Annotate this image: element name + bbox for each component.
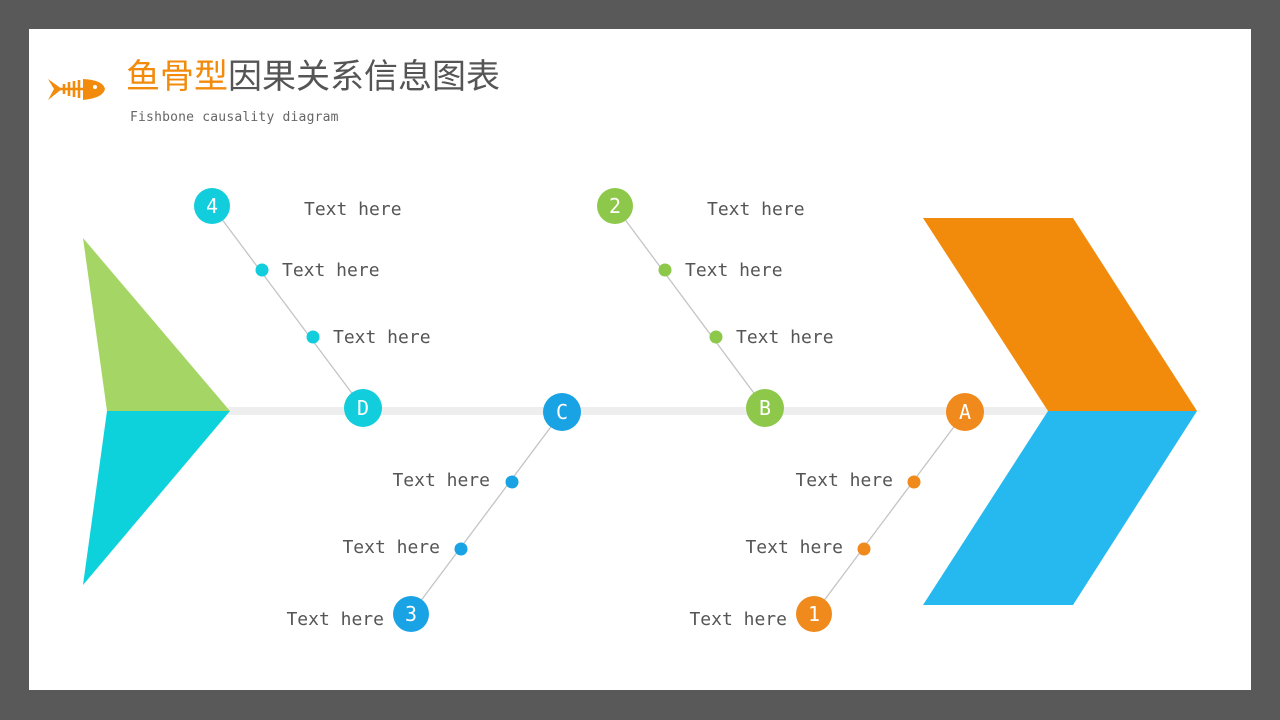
branch-d-item-label: Text here	[282, 260, 380, 281]
branch-a-bone	[813, 411, 966, 615]
branch-d-bone	[211, 205, 364, 409]
branch-d-node-letter: D	[357, 396, 369, 420]
branch-c-bone	[410, 411, 563, 615]
title-highlight: 鱼骨型	[126, 58, 228, 96]
page-title: 鱼骨型因果关系信息图表	[126, 58, 500, 96]
branch-c: C 3 Text here Text here Text here	[286, 393, 581, 632]
fish-head-bottom	[923, 411, 1197, 605]
fish-tail	[48, 79, 62, 100]
branch-c-dot	[505, 475, 519, 489]
branch-d-end-number: 4	[206, 194, 218, 218]
branch-a-node-circle	[946, 393, 984, 431]
branch-d-dot	[255, 263, 269, 277]
branch-a-end-number: 1	[808, 602, 820, 626]
branch-c-node-circle	[543, 393, 581, 431]
branch-c-item-label: Text here	[342, 537, 440, 558]
branch-d-item-label: Text here	[333, 327, 431, 348]
fishbone-spine	[228, 407, 1050, 415]
title-rest: 因果关系信息图表	[228, 58, 500, 96]
branch-c-end-circle	[393, 596, 429, 632]
fish-eye	[93, 85, 97, 89]
branch-b-end-circle	[597, 188, 633, 224]
fish-skeleton-icon	[48, 79, 105, 100]
branch-d-end-circle	[194, 188, 230, 224]
fish-head-top	[923, 218, 1197, 411]
branch-d-item-label: Text here	[304, 199, 402, 220]
page-subtitle: Fishbone causality diagram	[130, 110, 339, 125]
branch-b-bone	[614, 205, 766, 409]
branch-a-item-label: Text here	[689, 609, 787, 630]
branch-c-end-number: 3	[405, 602, 417, 626]
fish-tail-bottom	[83, 411, 230, 585]
branch-a-node-letter: A	[959, 400, 971, 424]
branch-c-node-letter: C	[556, 400, 568, 424]
branch-d-node-circle	[344, 389, 382, 427]
branch-b-item-label: Text here	[736, 327, 834, 348]
branch-b-node-circle	[746, 389, 784, 427]
fish-head	[83, 79, 105, 100]
branch-a-dot	[857, 542, 871, 556]
branch-b-dot	[709, 330, 723, 344]
branch-a: A 1 Text here Text here Text here	[689, 393, 984, 632]
branch-b-dot	[658, 263, 672, 277]
branch-b-item-label: Text here	[707, 199, 805, 220]
branch-d-dot	[306, 330, 320, 344]
branch-b: 2 B Text here Text here Text here	[597, 188, 834, 427]
branch-a-dot	[907, 475, 921, 489]
branch-a-item-label: Text here	[745, 537, 843, 558]
fish-tail-top	[83, 238, 230, 411]
branch-c-item-label: Text here	[286, 609, 384, 630]
branch-b-node-letter: B	[759, 396, 771, 420]
branch-a-end-circle	[796, 596, 832, 632]
branch-c-dot	[454, 542, 468, 556]
branch-a-item-label: Text here	[795, 470, 893, 491]
branch-b-end-number: 2	[609, 194, 621, 218]
branch-d: 4 D Text here Text here Text here	[194, 188, 431, 427]
branch-c-item-label: Text here	[392, 470, 490, 491]
branch-b-item-label: Text here	[685, 260, 783, 281]
